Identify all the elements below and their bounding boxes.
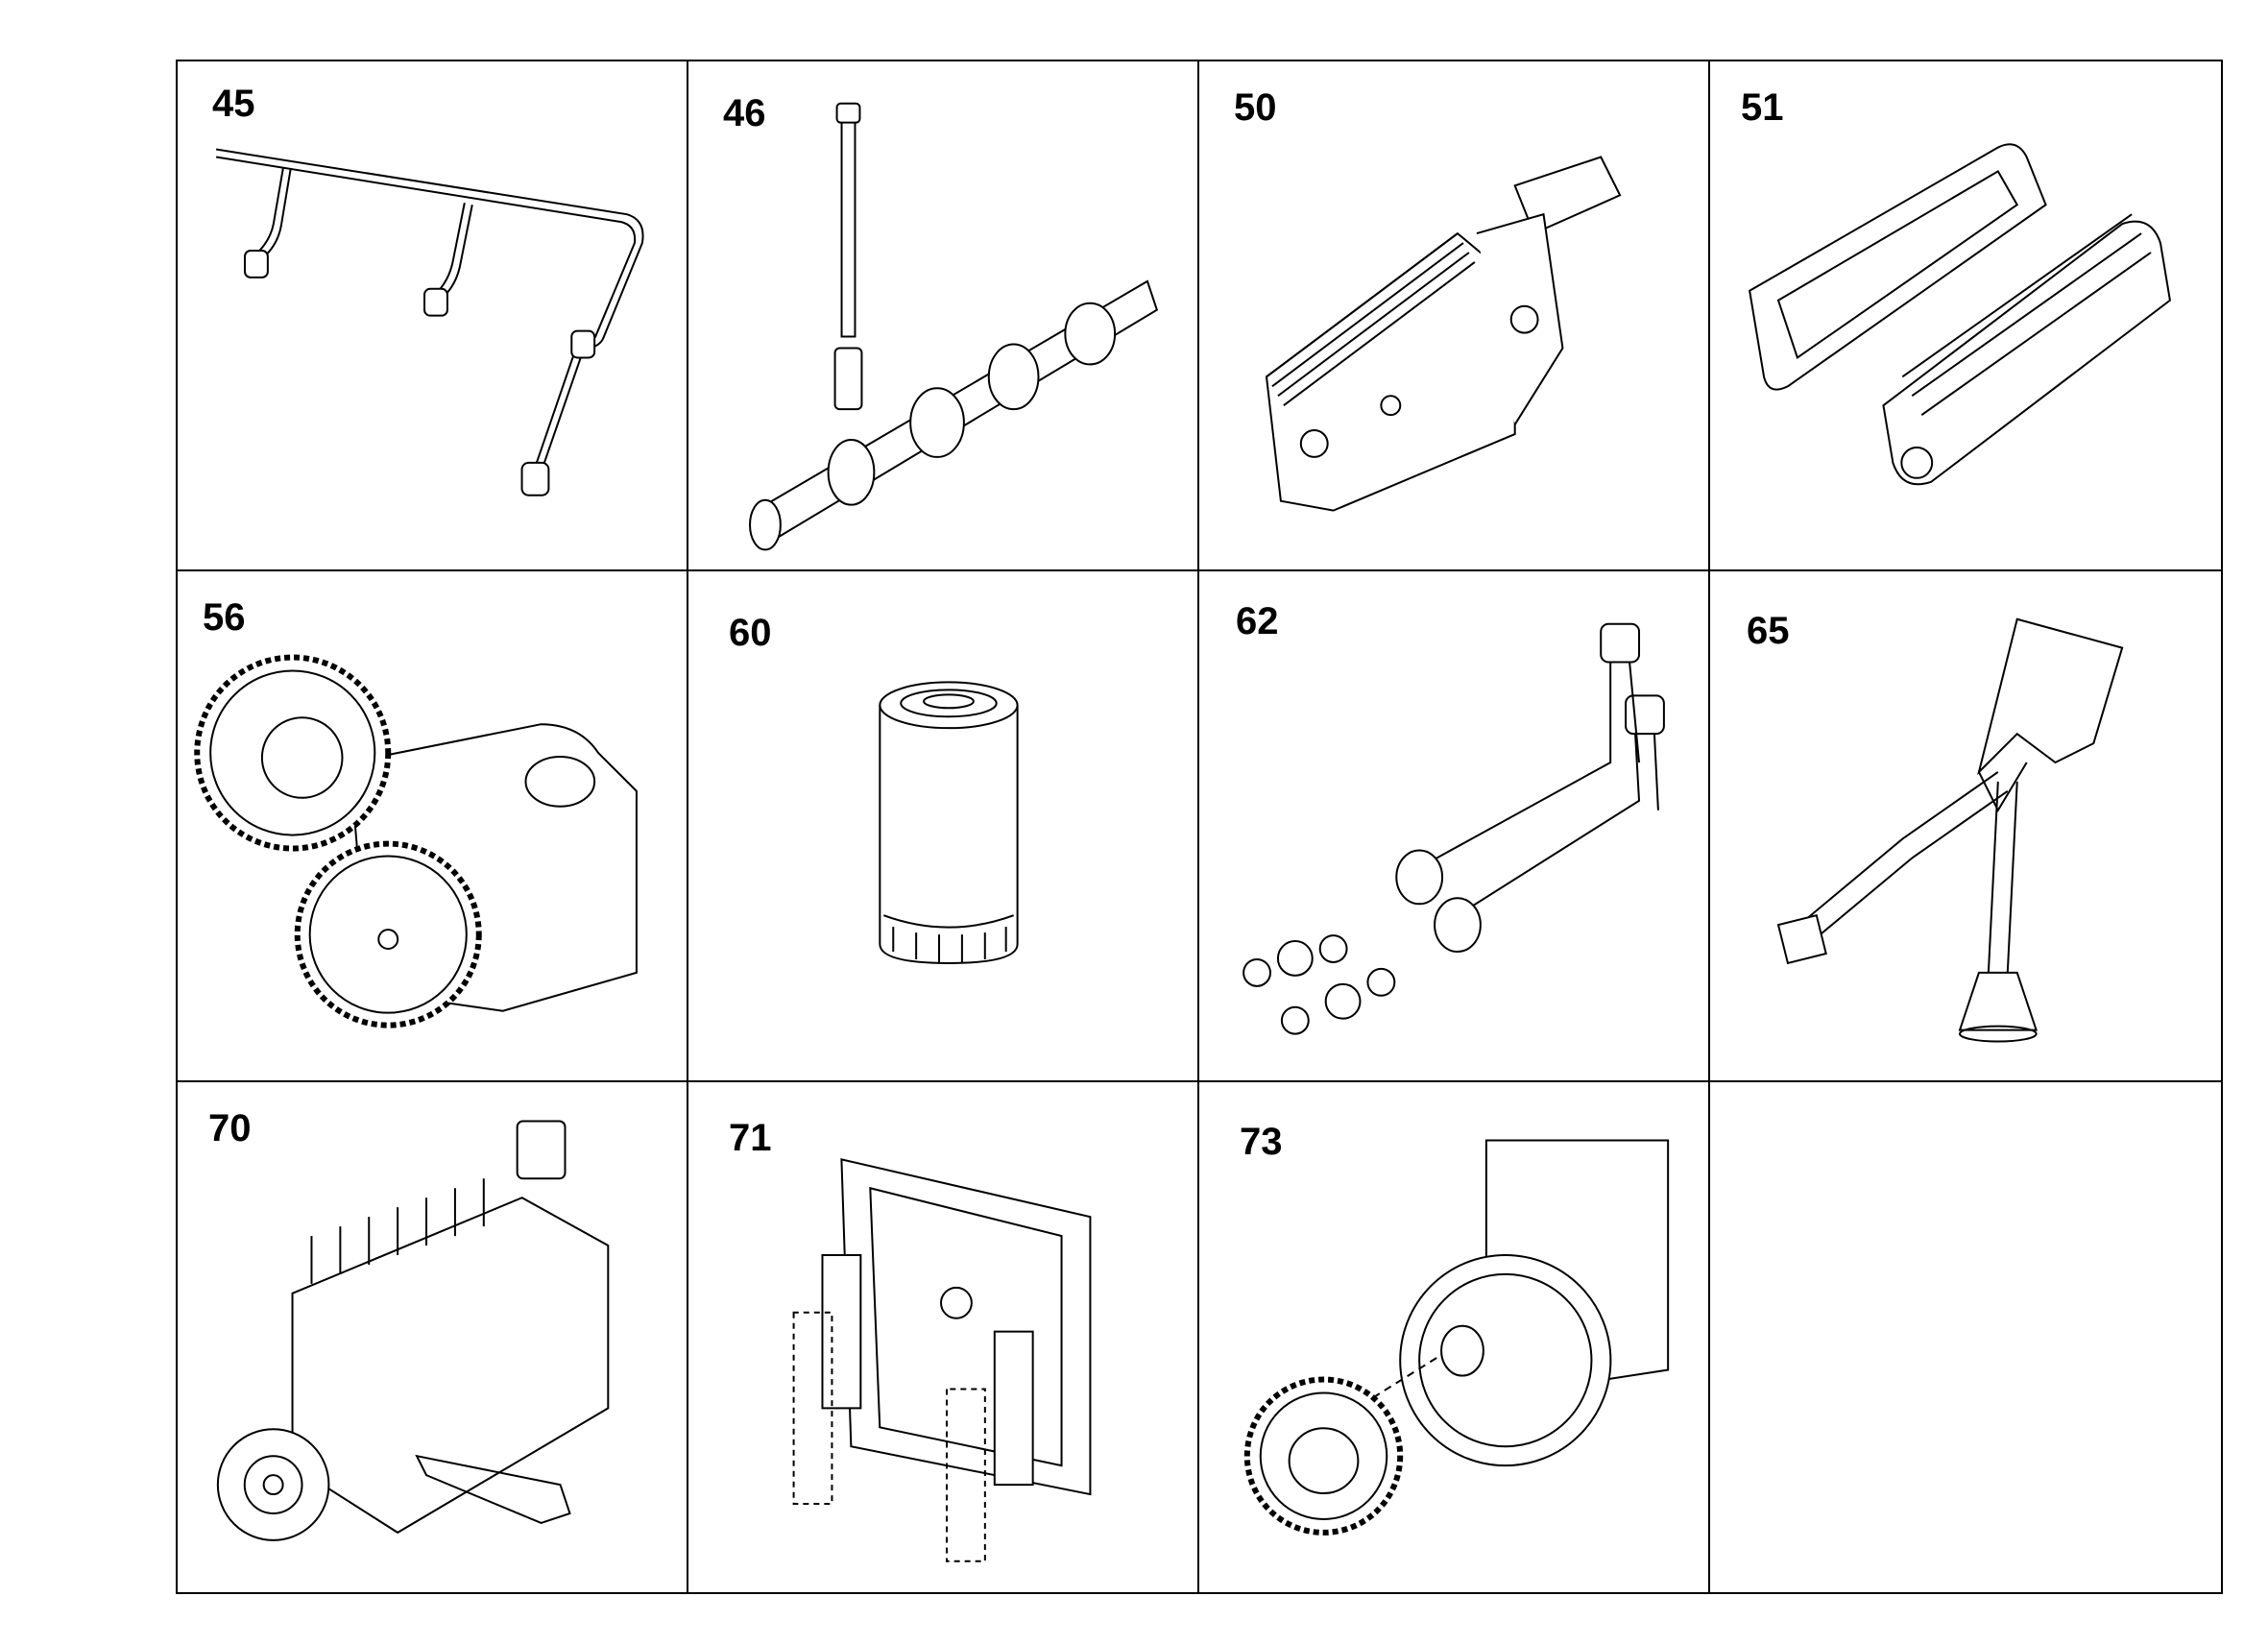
camshaft-icon — [688, 61, 1197, 569]
oil-pipe-fittings-icon — [1199, 571, 1708, 1079]
injection-pump-icon — [178, 1082, 687, 1592]
oil-cooler-icon — [1199, 61, 1708, 569]
part-number: 70 — [208, 1106, 252, 1149]
panel-71[interactable]: 71 — [688, 1081, 1199, 1592]
panel-73[interactable]: 73 — [1199, 1081, 1710, 1592]
oil-filter-icon — [688, 571, 1197, 1079]
part-number: 50 — [1234, 86, 1277, 129]
panel-50[interactable]: 50 — [1199, 61, 1710, 572]
part-number: 65 — [1747, 610, 1790, 653]
control-unit-icon — [688, 1082, 1197, 1592]
pump-drive-gear-icon — [1199, 1082, 1708, 1592]
panel-65[interactable]: 65 — [1710, 571, 2221, 1082]
panel-empty — [1710, 1082, 2221, 1592]
part-number: 71 — [729, 1116, 772, 1159]
panel-56[interactable]: 56 — [178, 571, 688, 1082]
panel-70[interactable]: 70 — [178, 1081, 688, 1592]
panel-51[interactable]: 51 — [1710, 61, 2221, 572]
part-number: 60 — [729, 612, 772, 655]
part-number: 62 — [1236, 600, 1279, 643]
parts-grid: 45 46 50 — [176, 60, 2223, 1594]
part-number: 56 — [203, 596, 246, 640]
oil-suction-pipe-icon — [1710, 571, 2221, 1079]
part-number: 51 — [1741, 86, 1784, 129]
panel-45[interactable]: 45 — [178, 61, 688, 572]
part-number: 73 — [1240, 1120, 1283, 1163]
part-number: 45 — [212, 83, 255, 125]
fuel-injection-pipes-icon — [178, 61, 687, 569]
oil-pump-gears-icon — [178, 571, 687, 1079]
panel-60[interactable]: 60 — [688, 571, 1199, 1082]
panel-62[interactable]: 62 — [1199, 571, 1710, 1082]
panel-46[interactable]: 46 — [688, 61, 1199, 572]
oil-cooler-gasket-icon — [1710, 61, 2221, 569]
part-number: 46 — [723, 92, 766, 134]
